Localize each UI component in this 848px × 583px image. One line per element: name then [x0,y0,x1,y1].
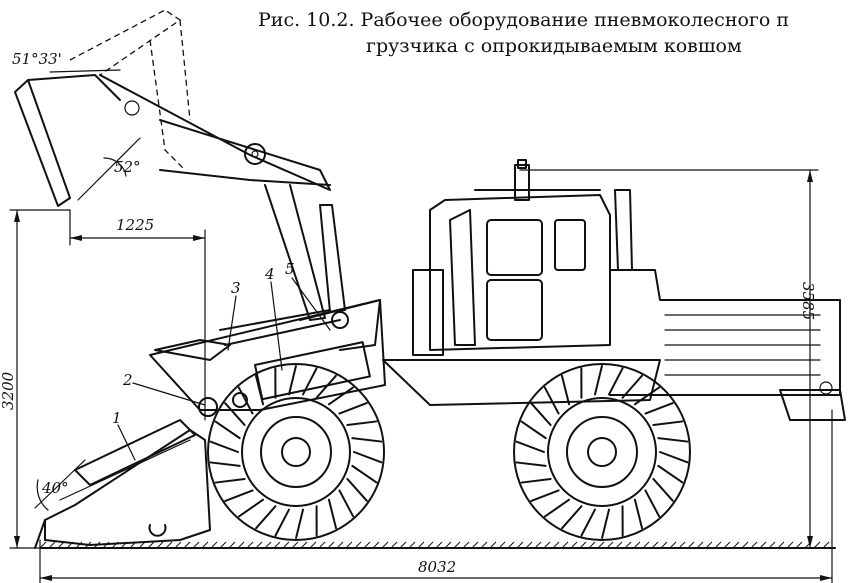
lift-height-label: 3200 [0,371,17,410]
rear-wheel [513,363,691,541]
lift-height-dimension: 3200 [0,209,71,549]
bucket-angle-label: 40° [41,479,69,497]
lowered-bucket [34,419,211,549]
total-length-dimension: 8032 [39,409,833,583]
reach-label: 1225 [116,216,154,234]
overall-height-dimension: 3585 [519,169,819,549]
figure-caption-line-1: Рис. 10.2. Рабочее оборудование пневмоко… [258,9,789,31]
callout-4: 4 [264,265,275,283]
callout-5: 5 [285,260,295,278]
figure-caption-line-2: грузчика с опрокидываемым ковшом [366,35,742,57]
ground-line [39,541,836,549]
callouts: 1 2 3 4 5 [112,260,331,461]
tractor-body [382,159,846,421]
angle-annotations: 51°33' 52° 40° [12,50,141,511]
front-wheel [207,363,385,541]
overall-height-label: 3585 [799,282,817,320]
total-length-label: 8032 [418,558,456,576]
top-angle-label: 51°33' [12,50,62,68]
reach-dimension: 1225 [69,209,206,421]
callout-3: 3 [231,279,241,297]
dump-angle-label: 52° [114,158,141,176]
raised-bucket-position [14,9,346,321]
callout-1: 1 [112,409,122,427]
callout-2: 2 [122,371,133,389]
